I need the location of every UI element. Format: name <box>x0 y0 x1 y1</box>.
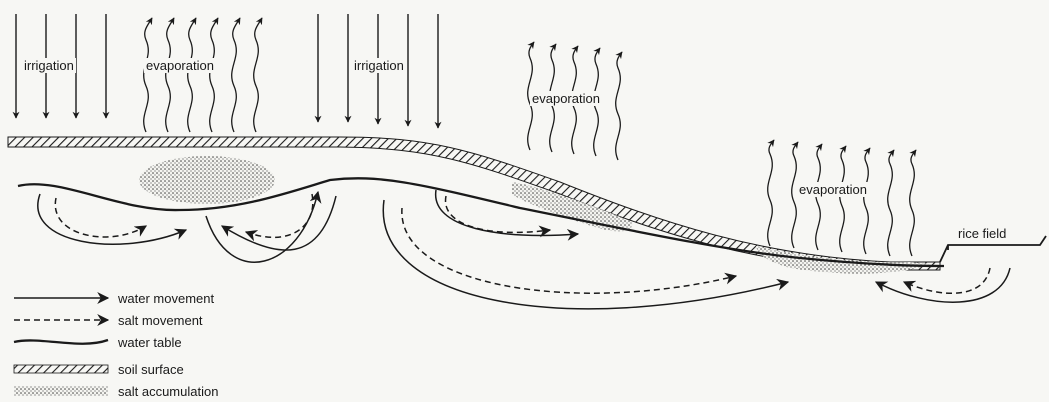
legend-symbols <box>14 298 108 396</box>
legend-water-movement-label: water movement <box>118 291 214 306</box>
evaporation-label-1: evaporation <box>144 58 216 73</box>
legend-water-table-symbol <box>14 340 108 344</box>
legend-salt-accumulation-label: salt accumulation <box>118 384 218 399</box>
evaporation-label-3: evaporation <box>797 182 869 197</box>
salt-patch-1 <box>139 156 275 204</box>
legend-soil-surface-label: soil surface <box>118 362 184 377</box>
soil-surface-band <box>8 137 940 270</box>
legend-salt-movement-label: salt movement <box>118 313 203 328</box>
evaporation-arrows-1 <box>144 18 262 132</box>
evaporation-arrows-3 <box>768 140 916 256</box>
legend-water-table-label: water table <box>118 335 182 350</box>
legend-soil-surface-symbol <box>14 365 108 373</box>
irrigation-label-1: irrigation <box>22 58 76 73</box>
irrigation-label-2: irrigation <box>352 58 406 73</box>
evaporation-label-2: evaporation <box>530 91 602 106</box>
legend-salt-accumulation-symbol <box>14 386 108 396</box>
rice-field-label: rice field <box>956 226 1008 241</box>
